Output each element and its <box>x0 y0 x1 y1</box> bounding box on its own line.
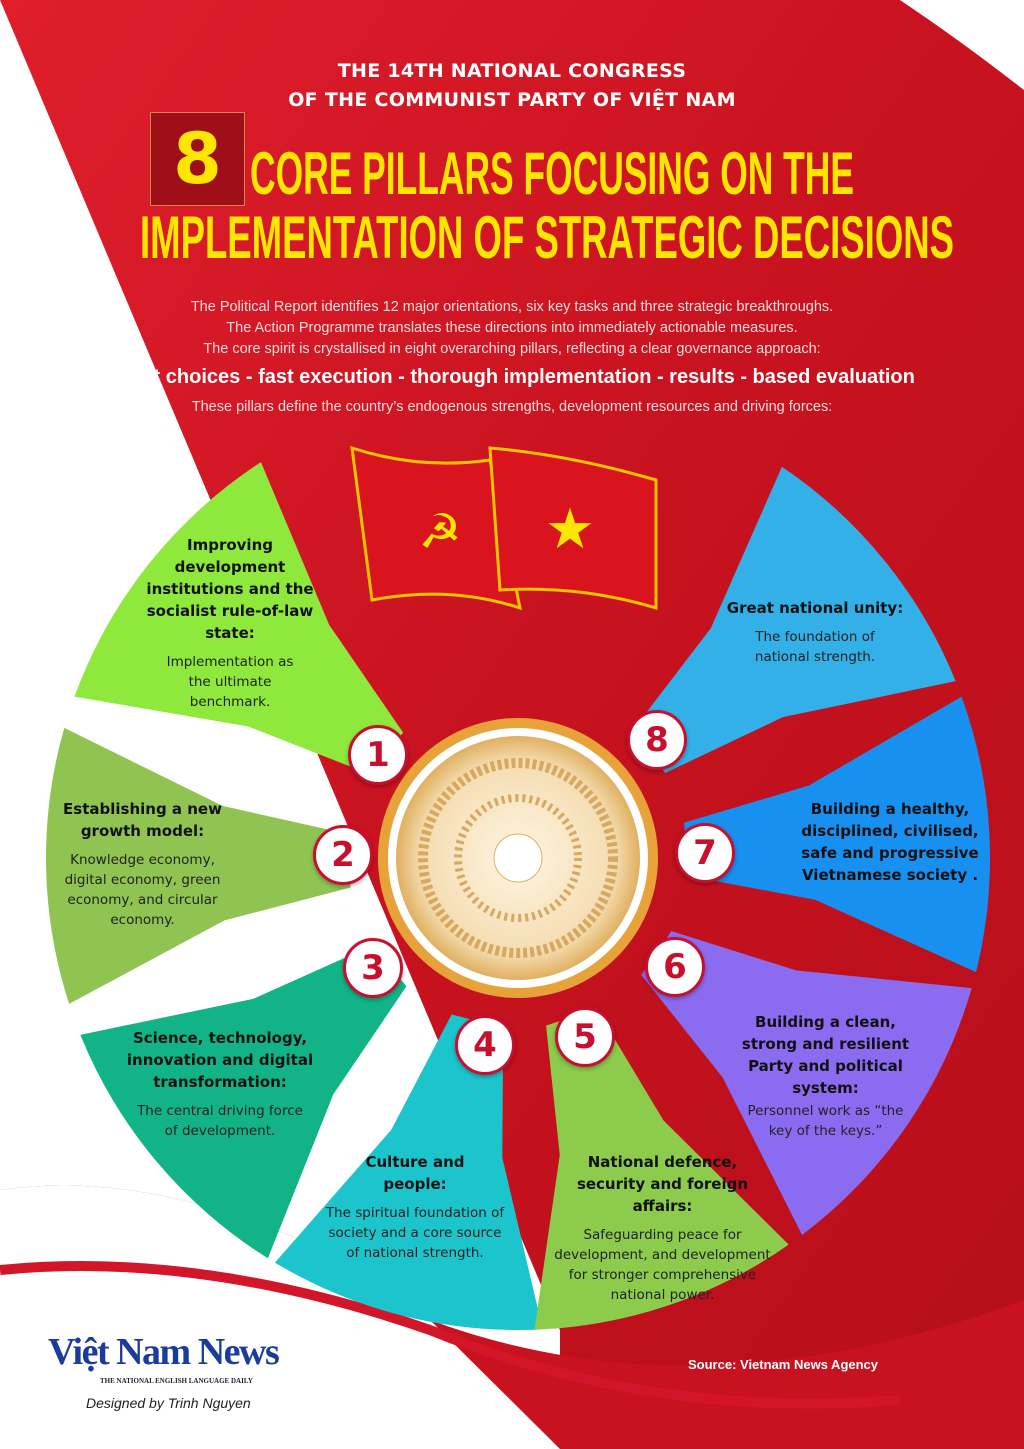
pillar-wedge-7 <box>684 696 990 973</box>
title-line-2: IMPLEMENTATION OF STRATEGIC DECISIONS <box>140 204 954 270</box>
svg-text:☭: ☭ <box>418 504 461 560</box>
pillar-number-4: 4 <box>455 1015 515 1075</box>
pillar-number-5: 5 <box>555 1007 615 1067</box>
pillar-wedge-5 <box>534 1008 789 1330</box>
pillar-wedge-2 <box>45 727 351 1004</box>
title-line-1: CORE PILLARS FOCUSING ON THE <box>250 140 854 206</box>
pillar-title: Building a healthy, disciplined, civilis… <box>801 800 979 884</box>
title-number: 8 <box>150 112 245 206</box>
pillar-desc: Safeguarding peace for development, and … <box>554 1227 771 1303</box>
logo-tagline: THE NATIONAL ENGLISH LANGUAGE DAILY <box>100 1377 253 1385</box>
pillar-title: Science, technology, innovation and digi… <box>126 1029 314 1091</box>
pillar-title: Improving development institutions and t… <box>146 536 314 642</box>
pillar-1: Improving development institutions and t… <box>140 534 320 712</box>
party-flag-icon: ☭ <box>350 445 522 611</box>
pillar-5: National defence, security and foreign a… <box>545 1151 780 1305</box>
pillar-desc: Implementation as the ultimate benchmark… <box>166 654 294 710</box>
pillar-wedge-6 <box>641 931 972 1235</box>
pillar-title: National defence, security and foreign a… <box>576 1153 749 1215</box>
pillar-number-1: 1 <box>348 725 408 785</box>
pillar-desc: Personnel work as “the key of the keys.” <box>747 1103 904 1139</box>
pillar-number-8: 8 <box>627 710 687 770</box>
pillar-number-2: 2 <box>313 825 373 885</box>
slogan: Right choices - fast execution - thoroug… <box>109 366 915 388</box>
designer-credit: Designed by Trinh Nguyen <box>86 1395 251 1411</box>
pillar-wedge-3 <box>80 945 407 1259</box>
pillar-3: Science, technology, innovation and digi… <box>120 1027 320 1141</box>
pillar-4: Culture and people: The spiritual foundat… <box>325 1151 505 1263</box>
pillar-desc: The foundation of national strength. <box>754 629 876 665</box>
pillar-number-3: 3 <box>343 938 403 998</box>
pillar-title: Establishing a new growth model: <box>63 800 222 840</box>
pillar-2: Establishing a new growth model: Knowledg… <box>55 798 230 930</box>
pillar-title: Building a clean, strong and resilient P… <box>741 1013 910 1097</box>
congress-title: THE 14TH NATIONAL CONGRESS <box>337 60 687 82</box>
pillar-6: Building a clean, strong and resilient P… <box>738 1011 913 1141</box>
title-line-2-wrap: IMPLEMENTATION OF STRATEGIC DECISIONS <box>140 204 954 270</box>
svg-text:★: ★ <box>545 497 595 562</box>
pillar-8: Great national unity: The foundation of n… <box>725 597 905 667</box>
congress-subtitle: OF THE COMMUNIST PARTY OF VIỆT NAM <box>288 89 736 111</box>
pillar-7: Building a healthy, disciplined, civilis… <box>795 798 985 886</box>
intro-line: The Action Programme translates these di… <box>226 320 798 336</box>
intro-line: The core spirit is crystallised in eight… <box>203 341 821 357</box>
vietnam-news-logo: Việt Nam News <box>48 1331 280 1373</box>
pillar-desc: Knowledge economy, digital economy, gree… <box>64 852 221 928</box>
pillar-title: Great national unity: <box>726 599 904 617</box>
pillar-wedge-8 <box>631 466 956 773</box>
lead-text: These pillars define the country’s endog… <box>191 399 833 415</box>
pillar-number-6: 6 <box>645 937 705 997</box>
pillar-desc: The central driving force of development… <box>137 1103 303 1139</box>
intro-line: The Political Report identifies 12 major… <box>190 299 834 315</box>
pillar-number-7: 7 <box>675 823 735 883</box>
pillar-desc: The spiritual foundation of society and … <box>325 1205 505 1261</box>
title-line-1-wrap: CORE PILLARS FOCUSING ON THE <box>250 140 854 206</box>
pillar-wedge-1 <box>74 462 404 775</box>
source-credit: Source: Vietnam News Agency <box>688 1357 879 1372</box>
pillar-wedge-4 <box>274 1014 543 1330</box>
national-flag-icon: ★ <box>488 446 658 611</box>
pillar-title: Culture and people: <box>365 1153 465 1193</box>
